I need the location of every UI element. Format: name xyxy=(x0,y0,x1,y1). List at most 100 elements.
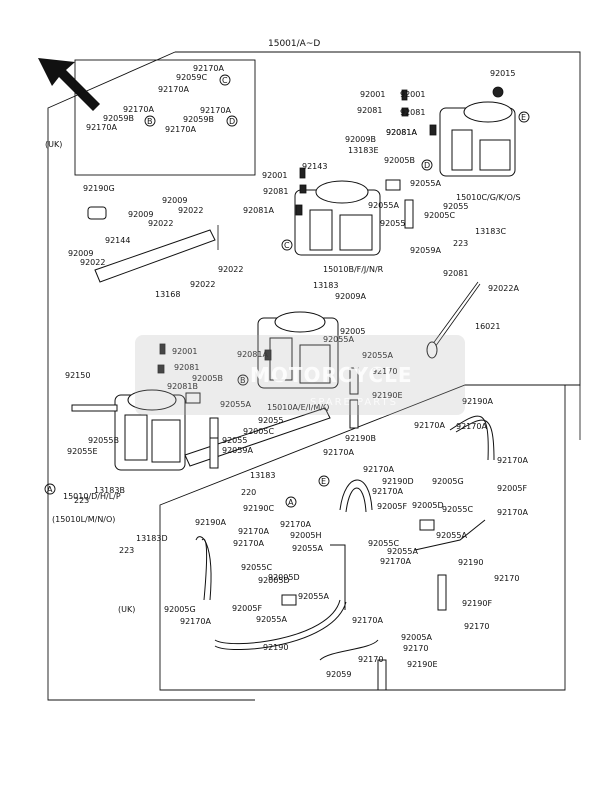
watermark-panel xyxy=(135,335,465,415)
callout: 92055 xyxy=(222,436,247,445)
callout: 92009B xyxy=(345,135,376,144)
callout: 92170A xyxy=(123,105,154,114)
callout: 92055A xyxy=(292,544,323,553)
callout: 13183D xyxy=(136,534,168,543)
uk-label-top: (UK) xyxy=(45,140,62,149)
callout: 92170A xyxy=(352,616,383,625)
callout-labels: 92170A 92059C 92170A 92170A 92170A 92059… xyxy=(63,64,528,679)
svg-text:B: B xyxy=(240,376,246,385)
callout: 92081B xyxy=(167,382,198,391)
callout: 92081A xyxy=(386,128,417,137)
callout: 92170A xyxy=(165,125,196,134)
callout: 92170 xyxy=(372,367,397,376)
callout: 92144 xyxy=(105,236,130,245)
svg-text:A: A xyxy=(47,485,53,494)
callout: 13183E xyxy=(348,146,379,155)
callout: 92170 xyxy=(464,622,489,631)
callout: 223 xyxy=(119,546,134,555)
callout: 15010A/E/I/M/Q xyxy=(267,403,329,412)
callout: 92055C xyxy=(442,505,473,514)
callout: 92005F xyxy=(377,502,407,511)
carburetor-body-lower-middle xyxy=(257,311,339,389)
callout: 92055 xyxy=(443,202,468,211)
linkage-bracket xyxy=(94,225,331,467)
callout: 92190B xyxy=(345,434,376,443)
callout: 92170A xyxy=(414,421,445,430)
callout: 92170A xyxy=(497,456,528,465)
callout: 92005G xyxy=(164,605,196,614)
callout: 92081 xyxy=(174,363,199,372)
small-parts xyxy=(71,89,437,606)
callout: 92190E xyxy=(372,391,403,400)
callout: 92005B xyxy=(192,374,223,383)
callout: 92170 xyxy=(358,655,383,664)
callout: 92081 xyxy=(400,108,425,117)
assembly-label: 15001/A~D xyxy=(268,39,320,49)
callout: 13183 xyxy=(313,281,338,290)
callout: 92005A xyxy=(401,633,432,642)
callout: 92055A xyxy=(436,531,467,540)
callout: 92170A xyxy=(193,64,224,73)
front-direction-arrow-icon xyxy=(38,58,100,111)
callout: 92190G xyxy=(83,184,115,193)
callout: 15010C/G/K/O/S xyxy=(456,193,521,202)
svg-text:C: C xyxy=(284,241,290,250)
callout: 92001 xyxy=(262,171,287,180)
callout: 92059C xyxy=(176,73,207,82)
reference-markers: C B D E D C B A E A xyxy=(44,74,530,508)
callout: 92170A xyxy=(456,422,487,431)
svg-text:D: D xyxy=(229,117,235,126)
callout: 92055B xyxy=(88,436,119,445)
callout: 92001 xyxy=(172,347,197,356)
callout: 92059B xyxy=(183,115,214,124)
callout: 92009 xyxy=(128,210,153,219)
svg-text:E: E xyxy=(321,477,326,486)
callout: 92170A xyxy=(380,557,411,566)
callout: 92022 xyxy=(190,280,215,289)
callout: 92055E xyxy=(67,447,98,456)
vent-hoses xyxy=(195,415,495,661)
callout: 92190 xyxy=(263,643,288,652)
callout: 92005D xyxy=(412,501,444,510)
callout: 13183C xyxy=(475,227,506,236)
callout: 92170A xyxy=(363,465,394,474)
callout: 92005G xyxy=(432,477,464,486)
callout: 92022A xyxy=(488,284,519,293)
callout: 92055A xyxy=(220,400,251,409)
callout: 92005D xyxy=(258,576,290,585)
callout: 92190E xyxy=(407,660,438,669)
callout: 92150 xyxy=(65,371,90,380)
svg-text:A: A xyxy=(288,498,294,507)
callout: 92081 xyxy=(357,106,382,115)
callout: 92190A xyxy=(195,518,226,527)
callout: 92081A xyxy=(237,350,268,359)
uk-hose-box xyxy=(159,384,566,691)
watermark-title: MOTORCYCLE xyxy=(250,363,413,387)
callout: 92009 xyxy=(68,249,93,258)
callout: 92059 xyxy=(326,670,351,679)
callout: 92190 xyxy=(458,558,483,567)
callout: 223 xyxy=(453,239,468,248)
callout: 92059B xyxy=(103,114,134,123)
callout: 92170A xyxy=(180,617,211,626)
callout: 92005F xyxy=(232,604,262,613)
callout: 92170A xyxy=(233,539,264,548)
callout: 92170 xyxy=(403,644,428,653)
svg-text:C: C xyxy=(222,76,228,85)
callout: 92005H xyxy=(290,531,321,540)
callout: 92001 xyxy=(400,90,425,99)
callout: 15010B/F/J/N/R xyxy=(323,265,384,274)
callout: 92143 xyxy=(302,162,327,171)
callout: 92055 xyxy=(258,416,283,425)
callout: 92055A xyxy=(323,335,354,344)
carburetor-body-left xyxy=(114,389,186,471)
callout: 92005D xyxy=(268,573,300,582)
watermark-subtitle: SPARE PARTS xyxy=(310,397,398,408)
callout: 92055A xyxy=(298,592,329,601)
assembly-outline xyxy=(175,51,581,386)
callout: 92001 xyxy=(360,90,385,99)
svg-text:B: B xyxy=(147,117,153,126)
callout: 92022 xyxy=(148,219,173,228)
svg-text:D: D xyxy=(424,161,430,170)
